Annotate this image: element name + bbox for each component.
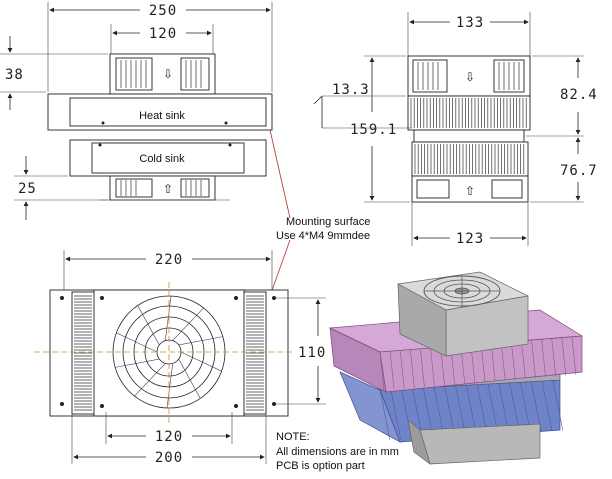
isometric-render [328, 271, 584, 465]
dim-200: 200 [155, 450, 183, 466]
dim-120-top: 120 [155, 429, 183, 445]
mounting-screw-label: Use 4*M4 9mmdee [276, 230, 370, 242]
dim-38: 38 [5, 67, 24, 83]
side-cold-sink [411, 141, 529, 177]
dim-220: 220 [155, 252, 183, 268]
dim-13-3: 13.3 [332, 82, 370, 98]
fan-guard-frame [93, 289, 245, 417]
dim-110: 110 [298, 345, 326, 361]
dim-133: 133 [456, 15, 484, 31]
dim-82-4: 82.4 [560, 87, 598, 103]
svg-text:⇩: ⇩ [465, 70, 475, 84]
note-block: NOTE: All dimensions are in mm PCB is op… [276, 431, 399, 472]
note-title: NOTE: [276, 431, 310, 443]
dim-123: 123 [456, 231, 484, 247]
mounting-callout: Mounting surface Use 4*M4 9mmdee [269, 129, 370, 297]
note-line-2: PCB is option part [276, 460, 365, 472]
dim-25: 25 [18, 181, 37, 197]
dim-159-1: 159.1 [350, 122, 397, 138]
side-view: 133 ⇩ ⇧ 123 [313, 12, 598, 247]
dim-120-front: 120 [149, 26, 177, 42]
svg-text:⇩: ⇩ [163, 67, 173, 81]
dim-250: 250 [149, 3, 177, 19]
cold-sink-label: Cold sink [139, 153, 185, 165]
dim-76-7: 76.7 [560, 163, 598, 179]
note-line-1: All dimensions are in mm [276, 446, 399, 458]
heat-sink-label: Heat sink [139, 110, 185, 122]
front-view: 250 120 ⇩ Heat sink 38 [0, 2, 273, 220]
svg-text:⇧: ⇧ [465, 184, 475, 198]
top-view: 220 110 120 [34, 250, 326, 466]
side-heat-sink [407, 95, 531, 131]
mounting-surface-label: Mounting surface [286, 216, 370, 228]
svg-text:⇧: ⇧ [163, 182, 173, 196]
